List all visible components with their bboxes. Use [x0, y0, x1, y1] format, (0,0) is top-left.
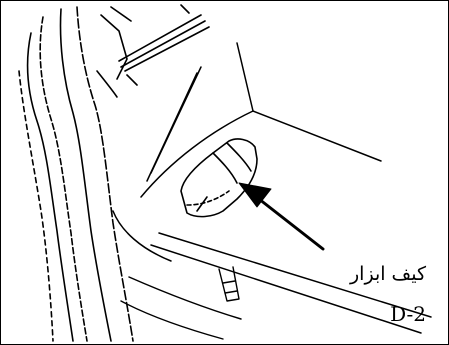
sill-detail	[121, 267, 239, 339]
body-panel-lines	[19, 7, 133, 341]
callout-label: کیف ابزار	[350, 265, 426, 284]
trunk-interior-lines	[113, 43, 431, 333]
tool-bag-icon	[181, 139, 257, 217]
figure-id: D-2	[390, 304, 426, 324]
pointer-arrow-icon	[239, 183, 323, 249]
